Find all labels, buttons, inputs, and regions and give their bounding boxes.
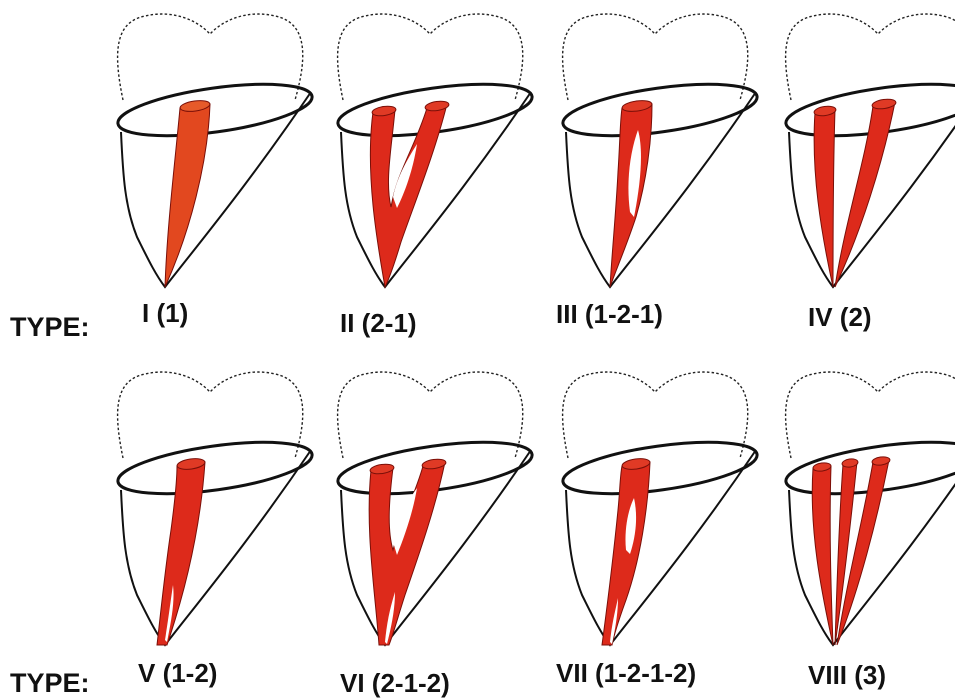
type-1-label: I (1) — [142, 298, 188, 328]
tooth-type-4 — [783, 14, 955, 287]
type-5-label: V (1-2) — [138, 658, 217, 688]
canal-type-8 — [812, 456, 890, 645]
type-2-label: II (2-1) — [340, 308, 417, 338]
tooth-type-7 — [560, 372, 760, 645]
tooth-type-2 — [335, 14, 535, 287]
tooth-type-6 — [335, 372, 535, 645]
tooth-type-1 — [115, 14, 315, 287]
tooth-type-5 — [115, 372, 315, 645]
row-1-prefix: TYPE: — [10, 312, 90, 342]
row-2-prefix: TYPE: — [10, 668, 90, 698]
type-8-label: VIII (3) — [808, 660, 886, 690]
type-4-label: IV (2) — [808, 302, 872, 332]
canal-type-2 — [370, 100, 449, 287]
canal-type-5 — [157, 457, 206, 645]
canal-type-7 — [602, 457, 651, 645]
type-7-label: VII (1-2-1-2) — [556, 658, 696, 688]
type-6-label: VI (2-1-2) — [340, 668, 450, 698]
tooth-type-3 — [560, 14, 760, 287]
type-3-label: III (1-2-1) — [556, 299, 663, 329]
tooth-type-8 — [783, 372, 955, 645]
